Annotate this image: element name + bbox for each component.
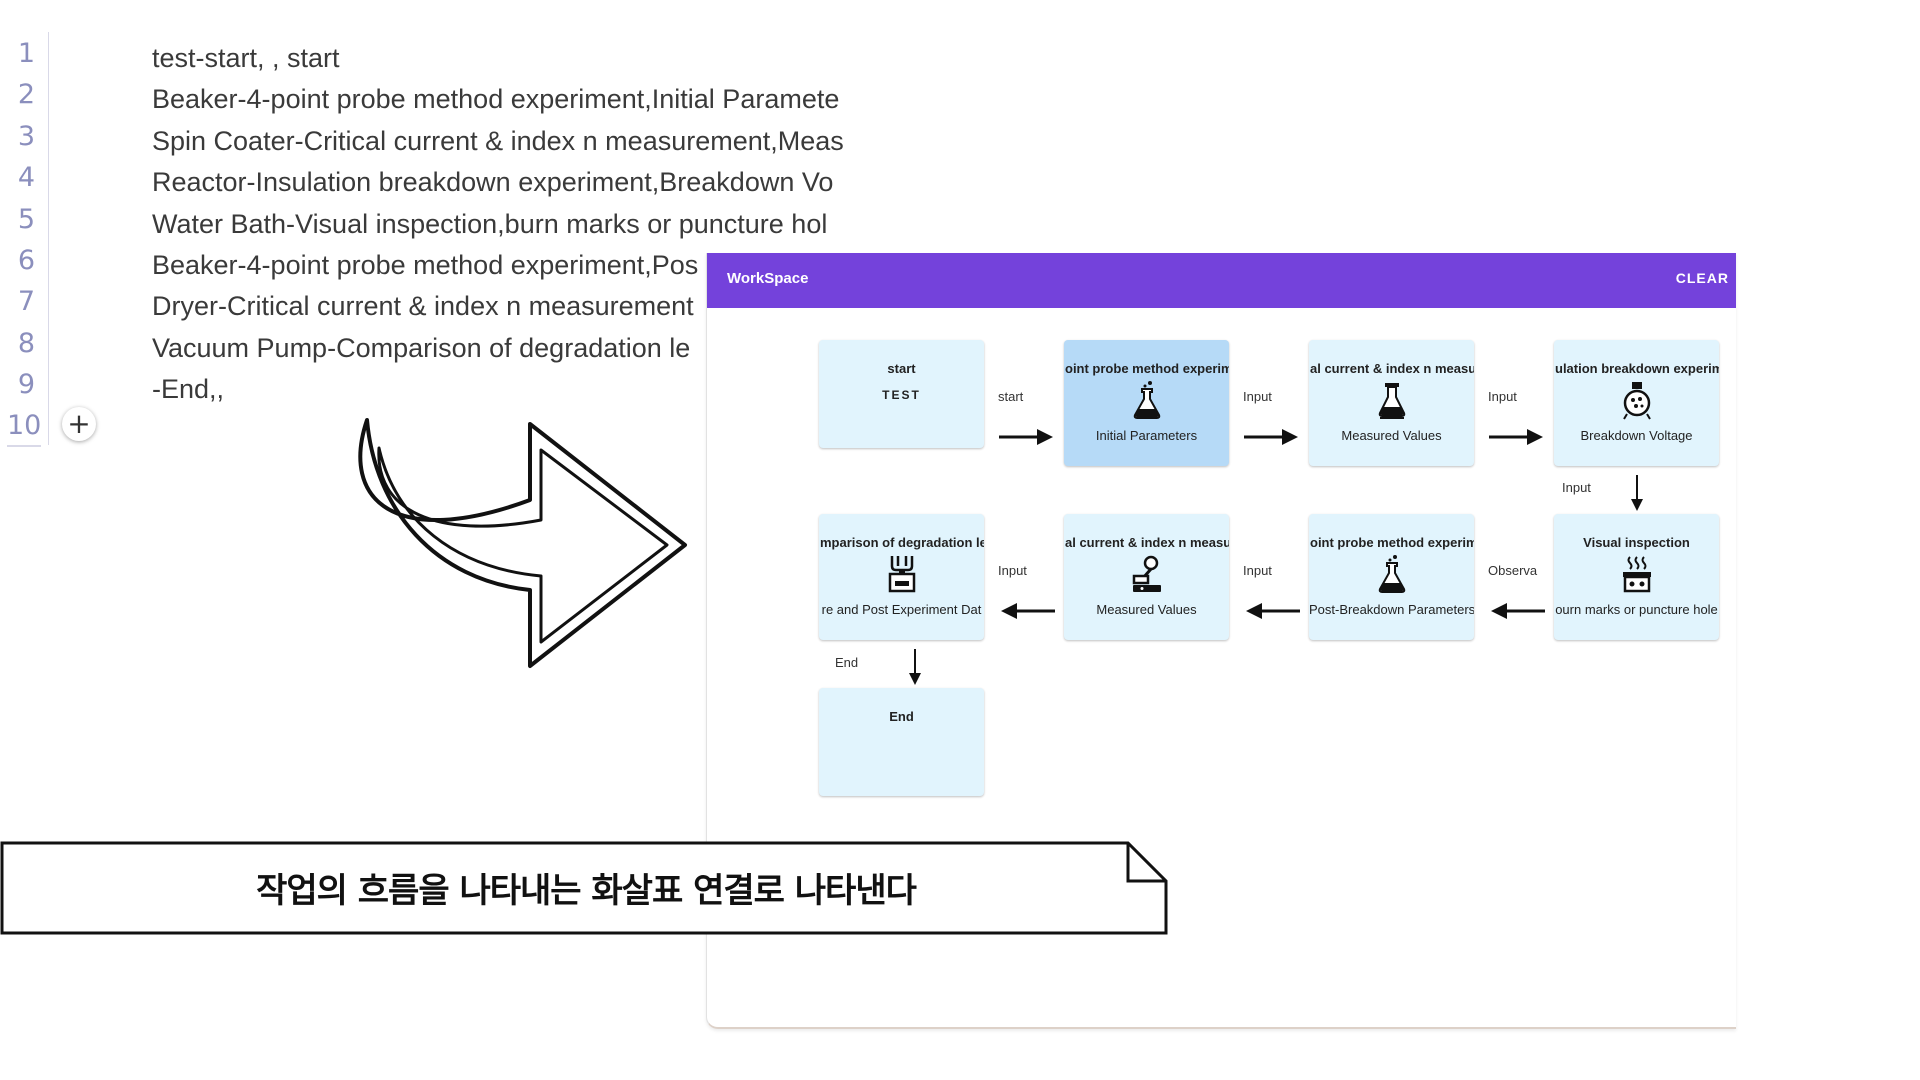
clear-button[interactable]: CLEAR <box>1675 270 1729 286</box>
edge-label: start <box>998 389 1024 404</box>
flask-icon <box>1133 381 1160 419</box>
node-value: re and Post Experiment Dat <box>821 602 982 617</box>
node-value: Measured Values <box>1096 602 1197 617</box>
flow-node-start[interactable]: start TEST <box>819 340 984 448</box>
edge-label: Input <box>1243 563 1272 578</box>
curved-arrow-icon <box>358 418 687 668</box>
workspace-panel: WorkSpace CLEAR start TEST oint probe me… <box>706 253 1736 1029</box>
line-number: 1 <box>17 38 35 69</box>
code-editor[interactable]: test-start, , start Beaker-4-point probe… <box>152 38 852 418</box>
node-title: End <box>889 709 914 724</box>
arrow-left-icon <box>1246 603 1300 619</box>
reactor-icon <box>1622 382 1651 420</box>
flow-node-insulation-breakdown[interactable]: ulation breakdown experim Breakdown Volt… <box>1554 340 1719 466</box>
code-line[interactable]: test-start, , start <box>152 43 340 73</box>
arrow-left-icon <box>1001 603 1055 619</box>
arrow-right-icon <box>1489 429 1543 445</box>
banner-frame <box>0 841 1168 935</box>
code-line[interactable]: Spin Coater-Critical current & index n m… <box>152 126 844 156</box>
node-title: Visual inspection <box>1583 535 1690 550</box>
line-number: 2 <box>17 79 35 110</box>
banner-text: 작업의 흐름을 나타내는 화살표 연결로 나타낸다 <box>256 870 917 911</box>
edge-label: Observa <box>1488 563 1538 578</box>
node-title: al current & index n measure <box>1065 535 1229 550</box>
node-value: Initial Parameters <box>1095 428 1198 443</box>
edge-label: Input <box>998 563 1027 578</box>
flow-node-4-point-probe-post[interactable]: oint probe method experim Post-Breakdown… <box>1309 514 1474 640</box>
flow-node-4-point-probe[interactable]: oint probe method experim Initial Parame… <box>1064 340 1229 466</box>
node-subtitle: TEST <box>882 388 921 402</box>
dryer-icon <box>1132 555 1161 592</box>
node-value: Breakdown Voltage <box>1580 428 1693 443</box>
workspace-header: WorkSpace CLEAR <box>707 253 1736 308</box>
arrow-right-icon <box>1244 429 1298 445</box>
flow-node-critical-current[interactable]: al current & index n measure Measured Va… <box>1309 340 1474 466</box>
flow-node-degradation-comparison[interactable]: mparison of degradation lev re and Post … <box>819 514 984 640</box>
code-line[interactable]: Vacuum Pump-Comparison of degradation le <box>152 333 691 363</box>
code-line[interactable]: Dryer-Critical current & index n measure… <box>152 291 694 321</box>
arrow-left-icon <box>1491 603 1545 619</box>
node-title: al current & index n measure <box>1310 361 1474 376</box>
edge-label: Input <box>1562 480 1591 495</box>
flow-node-end[interactable]: End <box>819 688 984 796</box>
line-number: 7 <box>17 286 35 317</box>
node-title: oint probe method experim <box>1310 535 1474 550</box>
line-number: 3 <box>17 121 35 152</box>
arrow-down-icon <box>1631 475 1643 511</box>
line-number: 9 <box>17 369 35 400</box>
line-number: 5 <box>17 204 35 235</box>
flow-node-visual-inspection[interactable]: Visual inspection ourn marks or puncture… <box>1554 514 1719 640</box>
node-value: Post-Breakdown Parameters <box>1309 602 1474 617</box>
node-value: Measured Values <box>1341 428 1442 443</box>
code-line[interactable]: Beaker-4-point probe method experiment,I… <box>152 84 840 114</box>
workspace-title: WorkSpace <box>727 270 809 287</box>
add-line-button[interactable]: + <box>62 407 96 441</box>
node-title: ulation breakdown experim <box>1555 361 1719 376</box>
lab-flask-icon <box>1378 383 1405 419</box>
line-number: 10 <box>7 412 41 447</box>
node-title: mparison of degradation lev <box>820 535 984 550</box>
code-line[interactable]: Water Bath-Visual inspection,burn marks … <box>152 209 828 239</box>
edge-label: Input <box>1243 389 1272 404</box>
flask-icon <box>1378 555 1405 593</box>
caption-banner: 작업의 흐름을 나타내는 화살표 연결로 나타낸다 <box>0 840 1172 936</box>
edge-label: Input <box>1488 389 1517 404</box>
code-line[interactable]: -End,, <box>152 374 225 404</box>
node-title: oint probe method experim <box>1065 361 1229 376</box>
node-value: ourn marks or puncture hole <box>1555 602 1718 617</box>
line-number: 6 <box>17 245 35 276</box>
water-bath-icon <box>1622 556 1651 593</box>
code-line[interactable]: Reactor-Insulation breakdown experiment,… <box>152 167 834 197</box>
line-number: 8 <box>17 328 35 359</box>
vacuum-pump-icon <box>888 556 915 593</box>
node-title: start <box>887 361 916 376</box>
flow-node-critical-current-2[interactable]: al current & index n measure Measured Va… <box>1064 514 1229 640</box>
arrow-right-icon <box>999 429 1053 445</box>
edge-label: End <box>835 655 859 670</box>
arrow-down-icon <box>909 649 921 685</box>
code-line[interactable]: Beaker-4-point probe method experiment,P… <box>152 250 699 280</box>
line-number-gutter: 1 2 3 4 5 6 7 8 9 10 <box>7 32 49 447</box>
line-number: 4 <box>17 162 35 193</box>
